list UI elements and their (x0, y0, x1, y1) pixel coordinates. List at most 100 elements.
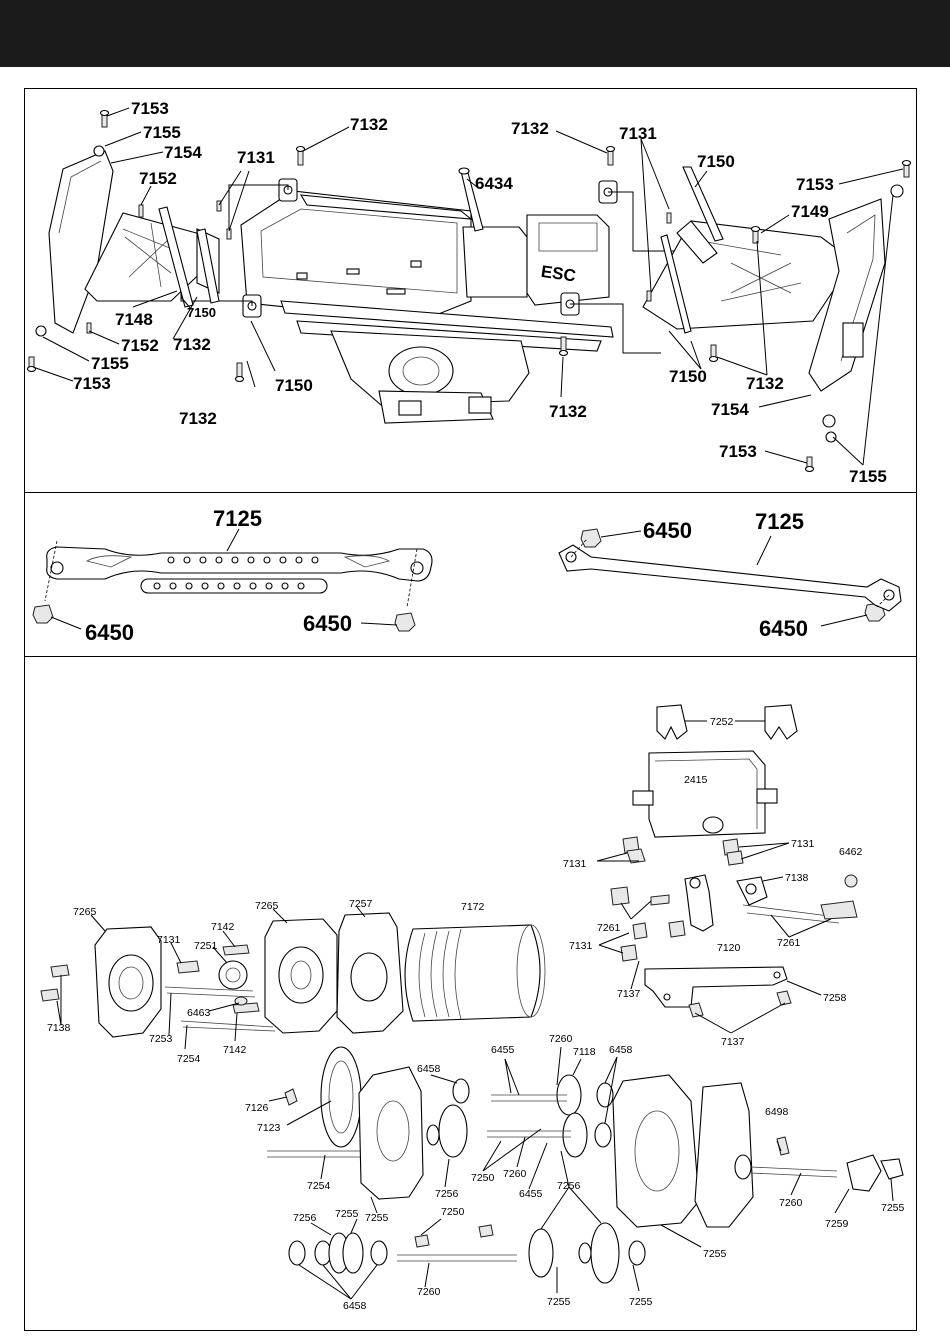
callout-7256: 7256 (435, 1188, 459, 1200)
callout-7132: 7132 (350, 115, 388, 134)
callout-7155: 7155 (91, 354, 129, 373)
link-7125-top-view (46, 546, 433, 582)
callout-7261: 7261 (597, 922, 621, 934)
callout-7254: 7254 (177, 1053, 201, 1065)
callout-7131: 7131 (791, 838, 815, 850)
callout-7257: 7257 (349, 898, 373, 910)
callout-7260: 7260 (417, 1286, 441, 1298)
callout-7154: 7154 (711, 400, 749, 419)
callout-7260: 7260 (549, 1033, 573, 1045)
callout-7265: 7265 (73, 906, 97, 918)
link-callouts: 7125 6450 6450 6450 7125 6450 (85, 506, 808, 645)
callout-7125: 7125 (755, 509, 804, 534)
link-7125-side-view (558, 544, 902, 612)
servo-screw-icons (610, 836, 858, 962)
right-bumper-plate (808, 198, 886, 392)
callout-7132: 7132 (746, 374, 784, 393)
esc-decal: ESC (540, 262, 577, 286)
link-holes (167, 556, 319, 564)
callout-7142: 7142 (223, 1044, 247, 1056)
header-bar (0, 0, 950, 67)
spur-gear-7123 (320, 1046, 362, 1148)
callout-7131: 7131 (237, 148, 275, 167)
callout-6463: 6463 (187, 1007, 211, 1019)
callout-7137: 7137 (721, 1036, 745, 1048)
callout-7260: 7260 (503, 1168, 527, 1180)
callout-6458: 6458 (609, 1044, 633, 1056)
callout-7118: 7118 (573, 1046, 596, 1058)
servo-2415 (648, 750, 766, 838)
callout-7150: 7150 (275, 376, 313, 395)
output-yoke-7259 (846, 1154, 882, 1192)
callout-6458: 6458 (343, 1300, 367, 1312)
receiver-box (462, 226, 528, 298)
callout-7150: 7150 (669, 367, 707, 386)
callout-7255: 7255 (335, 1208, 359, 1220)
callout-7131: 7131 (157, 934, 181, 946)
callout-7255: 7255 (629, 1296, 653, 1308)
links-drawing: 7125 6450 6450 6450 7125 6450 (32, 506, 902, 645)
callout-7255: 7255 (703, 1248, 727, 1260)
callout-7256: 7256 (293, 1212, 317, 1224)
callout-7132: 7132 (173, 335, 211, 354)
callout-6450: 6450 (643, 518, 692, 543)
callout-7148: 7148 (115, 310, 153, 329)
callout-7255: 7255 (547, 1296, 571, 1308)
callout-7152: 7152 (139, 169, 177, 188)
callout-7172: 7172 (461, 901, 485, 913)
gear-7256-bottom-right (528, 1228, 554, 1278)
callout-7155: 7155 (849, 467, 887, 486)
links-panel: 7125 6450 6450 6450 7125 6450 (24, 492, 917, 657)
callout-7126: 7126 (245, 1102, 269, 1114)
callout-7138: 7138 (785, 872, 809, 884)
gear-7256-mid (562, 1112, 588, 1158)
callout-7150: 7150 (697, 152, 735, 171)
callout-7152: 7152 (121, 336, 159, 355)
callout-6450: 6450 (759, 616, 808, 641)
callout-7132: 7132 (511, 119, 549, 138)
callout-6450: 6450 (303, 611, 352, 636)
callout-7131: 7131 (563, 858, 587, 870)
callout-7255: 7255 (881, 1202, 905, 1214)
servo-mount-right (764, 704, 798, 740)
callout-7258: 7258 (823, 992, 847, 1004)
callout-6462: 6462 (839, 846, 863, 858)
chassis-drawing: ESC (26, 99, 912, 486)
left-bumper-plate (48, 150, 114, 334)
bearing-icons (288, 1078, 646, 1266)
callout-7259: 7259 (825, 1218, 849, 1230)
esc-box (526, 214, 610, 306)
callout-7255: 7255 (365, 1212, 389, 1224)
callout-7153: 7153 (73, 374, 111, 393)
callout-7138: 7138 (47, 1022, 71, 1034)
motor-7172 (404, 924, 541, 1022)
callout-7265: 7265 (255, 900, 279, 912)
callout-6498: 6498 (765, 1106, 789, 1118)
callout-7153: 7153 (131, 99, 169, 118)
body-clip-icons (35, 145, 904, 443)
callout-7251: 7251 (194, 940, 218, 952)
callout-7137: 7137 (617, 988, 641, 1000)
callout-6455: 6455 (519, 1188, 543, 1200)
transmission-callouts: 7252 2415 7131 7131 6462 7138 7261 7120 … (47, 716, 905, 1312)
callout-7153: 7153 (719, 442, 757, 461)
callout-7120: 7120 (717, 942, 741, 954)
callout-7154: 7154 (164, 143, 202, 162)
callout-7250: 7250 (471, 1172, 495, 1184)
callout-7253: 7253 (149, 1033, 173, 1045)
callout-7261: 7261 (777, 937, 801, 949)
callout-7254: 7254 (307, 1180, 331, 1192)
callout-7132: 7132 (179, 409, 217, 428)
callout-7150: 7150 (187, 305, 216, 320)
callout-7250: 7250 (441, 1206, 465, 1218)
transmission-drawing: 7252 2415 7131 7131 6462 7138 7261 7120 … (40, 704, 905, 1312)
callout-7131: 7131 (569, 940, 593, 952)
pinion-gear-7251 (218, 960, 248, 990)
callout-6434: 6434 (475, 174, 513, 193)
callout-6450: 6450 (85, 620, 134, 645)
leader-lines (32, 107, 904, 466)
callout-7256: 7256 (557, 1180, 581, 1192)
gearbox-case-left-7255 (358, 1066, 424, 1200)
callout-7123: 7123 (257, 1122, 281, 1134)
callout-2415: 2415 (684, 774, 708, 786)
